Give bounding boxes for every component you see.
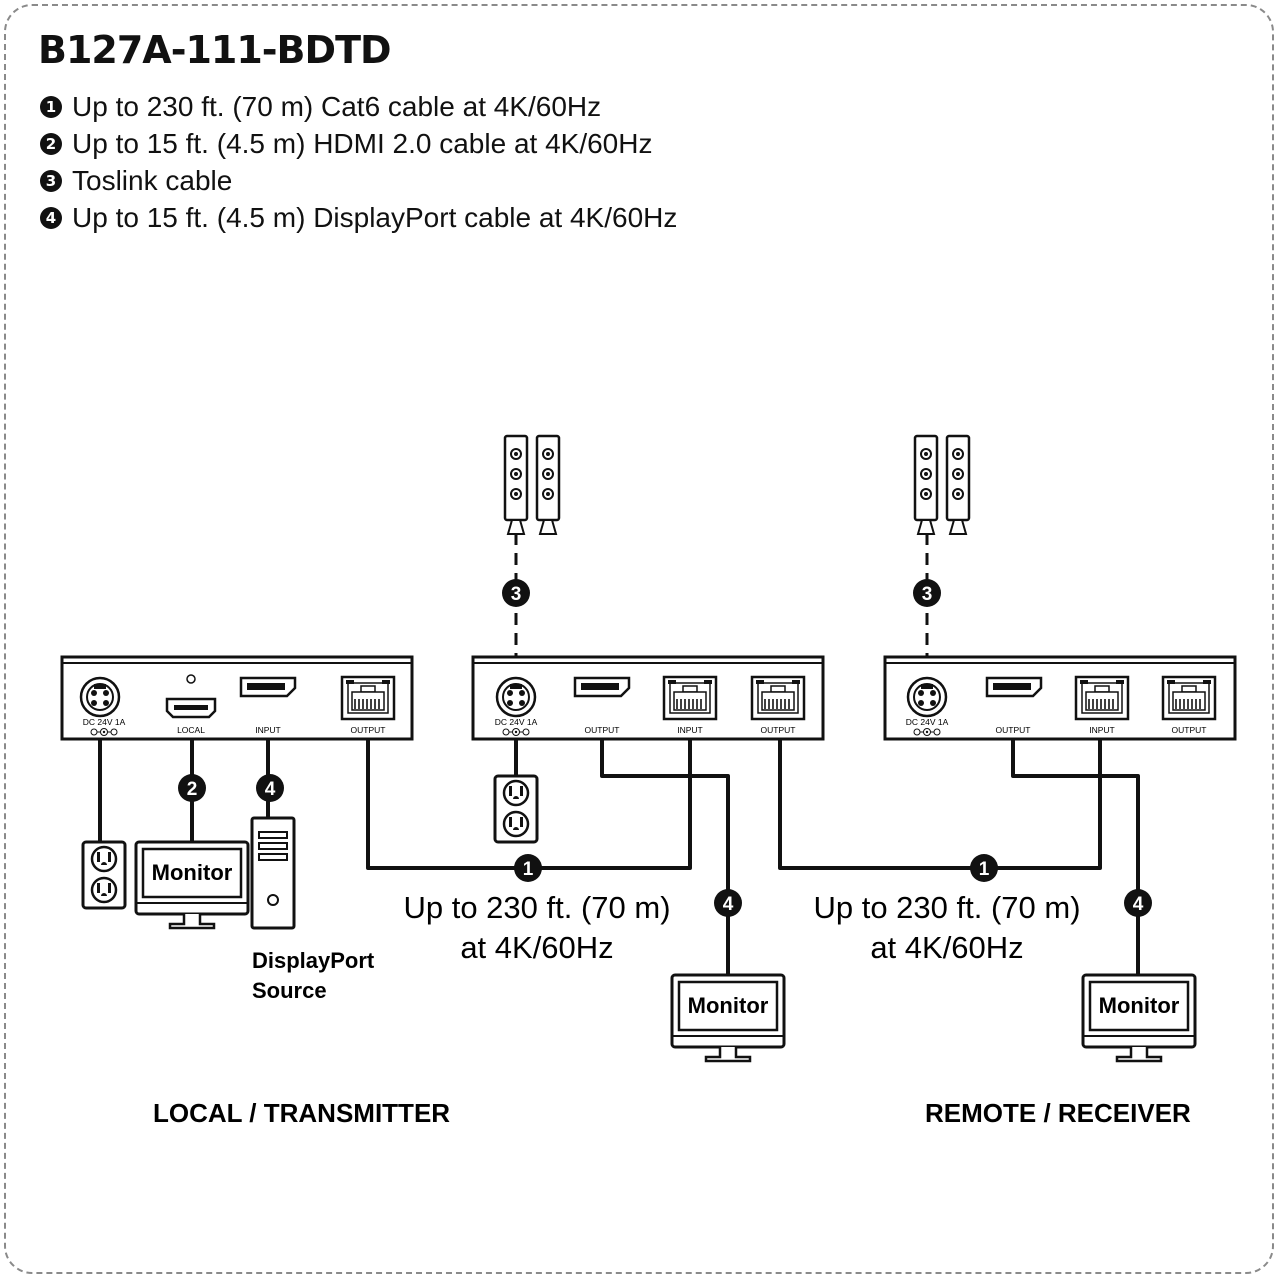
power-outlet-icon bbox=[81, 840, 127, 910]
number-badge-icon: 3 bbox=[40, 169, 62, 192]
marker-displayport: 4 bbox=[1124, 889, 1152, 917]
marker-displayport: 4 bbox=[714, 889, 742, 917]
svg-text:2: 2 bbox=[187, 779, 198, 800]
legend-item-toslink: 3 Toslink cable bbox=[40, 162, 677, 199]
legend-item-hdmi: 2 Up to 15 ft. (4.5 m) HDMI 2.0 cable at… bbox=[40, 125, 677, 162]
cable-note-line1: Up to 230 ft. (70 m) bbox=[813, 890, 1080, 925]
marker-cat6: 1 bbox=[970, 854, 998, 882]
number-badge-icon: 4 bbox=[40, 206, 62, 229]
cable-markers: 2 4 3 3 1 1 4 4 bbox=[178, 579, 1152, 917]
monitor-label: Monitor bbox=[1099, 993, 1180, 1018]
dc-jack-icon bbox=[79, 676, 121, 718]
svg-text:1: 1 bbox=[523, 859, 534, 880]
svg-text:4: 4 bbox=[265, 779, 276, 800]
marker-toslink: 3 bbox=[502, 579, 530, 607]
cable-note-line2: at 4K/60Hz bbox=[870, 930, 1023, 965]
input-port-label: INPUT bbox=[677, 725, 703, 735]
svg-text:3: 3 bbox=[922, 584, 933, 605]
local-port-label: LOCAL bbox=[177, 725, 205, 735]
rj45-port-icon bbox=[750, 675, 806, 721]
displayport-cable-receiver bbox=[1011, 738, 1140, 975]
power-outlet-icon bbox=[493, 774, 539, 844]
rj45-port-icon bbox=[1161, 675, 1217, 721]
marker-toslink: 3 bbox=[913, 579, 941, 607]
output-port-label: OUTPUT bbox=[1172, 725, 1207, 735]
number-badge-icon: 2 bbox=[40, 132, 62, 155]
hdmi-port-icon bbox=[165, 697, 217, 719]
dc-port-label: DC 24V 1A bbox=[495, 717, 538, 727]
displayport-port-icon bbox=[239, 676, 297, 698]
svg-text:1: 1 bbox=[979, 859, 990, 880]
legend: 1 Up to 230 ft. (70 m) Cat6 cable at 4K/… bbox=[40, 88, 677, 236]
dc-jack-icon bbox=[906, 676, 948, 718]
diagram-frame bbox=[4, 4, 1274, 1274]
monitor-label: Monitor bbox=[152, 860, 233, 885]
transmitter-device: DC 24V 1A LOCAL INPUT OUTPUT bbox=[60, 655, 414, 741]
legend-text: Up to 230 ft. (70 m) Cat6 cable at 4K/60… bbox=[72, 90, 602, 122]
speaker-icon bbox=[913, 434, 971, 536]
input-port-label: INPUT bbox=[255, 725, 281, 735]
receiver-device: DC 24V 1A OUTPUT INPUT OUTPUT bbox=[883, 655, 1237, 741]
section-label-local: LOCAL / TRANSMITTER bbox=[153, 1098, 450, 1128]
dc-jack-icon bbox=[495, 676, 537, 718]
rj45-port-icon bbox=[1074, 675, 1130, 721]
legend-item-cat6: 1 Up to 230 ft. (70 m) Cat6 cable at 4K/… bbox=[40, 88, 677, 125]
svg-text:4: 4 bbox=[723, 894, 734, 915]
output-port-label: OUTPUT bbox=[585, 725, 620, 735]
cables bbox=[98, 738, 1140, 975]
monitor-local: Monitor bbox=[134, 840, 250, 930]
legend-item-displayport: 4 Up to 15 ft. (4.5 m) DisplayPort cable… bbox=[40, 199, 677, 236]
section-label-remote: REMOTE / RECEIVER bbox=[925, 1098, 1191, 1128]
extender-device: DC 24V 1A OUTPUT INPUT OUTPUT bbox=[471, 655, 825, 741]
source-label-line2: Source bbox=[252, 978, 327, 1003]
monitor-extender: Monitor bbox=[670, 973, 786, 1063]
marker-cat6: 1 bbox=[514, 854, 542, 882]
marker-hdmi: 2 bbox=[178, 774, 206, 802]
led-indicator-icon bbox=[186, 674, 196, 684]
rj45-port-icon bbox=[340, 675, 396, 721]
svg-text:4: 4 bbox=[1133, 894, 1144, 915]
toslink-cables bbox=[514, 533, 929, 658]
monitor-receiver: Monitor bbox=[1081, 973, 1197, 1063]
displayport-source-computer bbox=[250, 816, 296, 930]
cat6-cable-2 bbox=[778, 738, 1102, 870]
output-port-label: OUTPUT bbox=[761, 725, 796, 735]
legend-text: Toslink cable bbox=[72, 164, 233, 196]
cable-note-line2: at 4K/60Hz bbox=[460, 930, 613, 965]
source-label-line1: DisplayPort bbox=[252, 948, 375, 973]
dc-port-label: DC 24V 1A bbox=[83, 717, 126, 727]
monitor-label: Monitor bbox=[688, 993, 769, 1018]
displayport-cable-extender bbox=[600, 738, 730, 975]
dc-port-label: DC 24V 1A bbox=[906, 717, 949, 727]
output-port-label: OUTPUT bbox=[351, 725, 386, 735]
displayport-port-icon bbox=[573, 676, 631, 698]
svg-text:3: 3 bbox=[511, 584, 522, 605]
input-port-label: INPUT bbox=[1089, 725, 1115, 735]
legend-text: Up to 15 ft. (4.5 m) DisplayPort cable a… bbox=[72, 201, 678, 233]
speaker-icon bbox=[503, 434, 561, 536]
cable-note-line1: Up to 230 ft. (70 m) bbox=[403, 890, 670, 925]
displayport-port-icon bbox=[985, 676, 1043, 698]
legend-text: Up to 15 ft. (4.5 m) HDMI 2.0 cable at 4… bbox=[72, 127, 653, 159]
output-port-label: OUTPUT bbox=[996, 725, 1031, 735]
number-badge-icon: 1 bbox=[40, 95, 62, 118]
rj45-port-icon bbox=[662, 675, 718, 721]
page-title: B127A-111-BDTD bbox=[38, 28, 392, 72]
marker-displayport: 4 bbox=[256, 774, 284, 802]
